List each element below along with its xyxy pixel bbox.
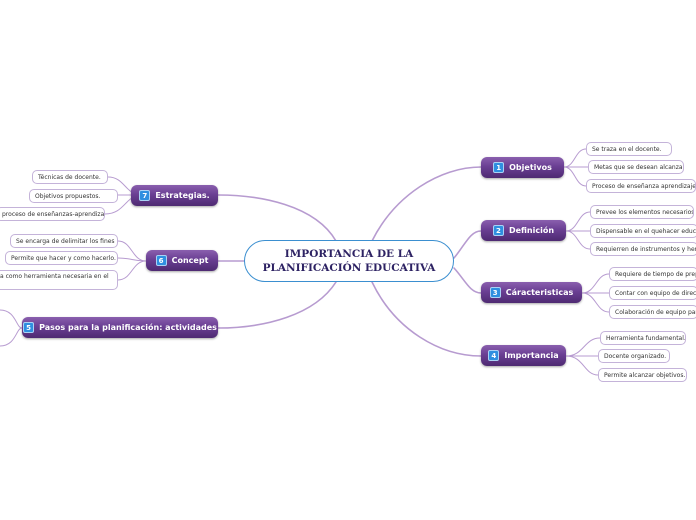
link-center-caracteristicas <box>453 267 482 294</box>
topic-label: Cáracteristicas <box>505 288 574 297</box>
subtopic[interactable]: Contar con equipo de directivos <box>609 286 696 300</box>
subtopic[interactable]: Docente organizado. <box>598 349 670 363</box>
number-badge-icon: 3 <box>489 287 501 298</box>
topic-estrategias[interactable]: 7 Estrategias. <box>131 185 218 206</box>
subtopic[interactable]: Prevee los elementos necesarios. <box>590 205 694 219</box>
subtopic[interactable]: Permite alcanzar objetivos. <box>598 368 687 382</box>
subtopic[interactable]: Permite que hacer y como hacerlo. <box>5 251 118 265</box>
number-badge-icon: 4 <box>488 350 500 361</box>
central-topic-line2: PLANIFICACIÓN EDUCATIVA <box>262 262 436 274</box>
topic-concept[interactable]: 6 Concept <box>146 250 218 271</box>
number-badge-icon: 5 <box>23 322 35 333</box>
link-center-objetivos <box>371 166 482 242</box>
subtopic[interactable]: Técnicas de docente. <box>32 170 108 184</box>
subtopic[interactable]: Colaboración de equipo para <box>609 305 696 319</box>
topic-label: Concept <box>171 256 209 265</box>
subtopic[interactable]: Proceso de enseñanza aprendizaje. <box>586 179 696 193</box>
subtopic[interactable]: Se traza en el docente. <box>586 142 672 156</box>
subtopic[interactable]: Requierren de instrumentos y herramienta… <box>590 242 696 256</box>
topic-importancia[interactable]: 4 Importancia <box>481 345 566 366</box>
topic-label: Pasos para la planificación: actividades <box>39 323 217 332</box>
topic-label: Objetivos <box>509 163 552 172</box>
link-center-definicion <box>453 230 482 259</box>
number-badge-icon: 1 <box>493 162 505 173</box>
link-center-pasos <box>217 281 337 329</box>
central-topic[interactable]: IMPORTANCIA DE LA PLANIFICACIÓN EDUCATIV… <box>244 240 454 282</box>
number-badge-icon: 2 <box>492 225 504 236</box>
topic-label: Definición <box>508 226 555 235</box>
topic-pasos-planificacion[interactable]: 5 Pasos para la planificación: actividad… <box>22 317 218 338</box>
subtopic[interactable]: Se encarga de delimitar los fines <box>10 234 118 248</box>
link-center-importancia <box>371 281 482 357</box>
topic-definicion[interactable]: 2 Definición <box>481 220 566 241</box>
subtopic[interactable]: proceso de enseñanzas-aprendizajes <box>0 207 105 221</box>
central-topic-line1: IMPORTANCIA DE LA <box>284 248 414 260</box>
subtopic[interactable]: Dispensable en el quehacer educativo <box>590 224 696 238</box>
number-badge-icon: 7 <box>139 190 151 201</box>
topic-caracteristicas[interactable]: 3 Cáracteristicas <box>481 282 582 303</box>
topic-label: Importancia <box>504 351 559 360</box>
subtopic[interactable]: Objetivos propuestos. <box>29 189 118 203</box>
link-center-estrategias <box>217 194 337 242</box>
number-badge-icon: 6 <box>155 255 167 266</box>
subtopic[interactable]: a como herramienta necesaria en el <box>0 270 118 290</box>
topic-label: Estrategias. <box>155 191 210 200</box>
topic-objetivos[interactable]: 1 Objetivos <box>481 157 564 178</box>
subtopic[interactable]: Requiere de tiempo de preparación <box>609 267 696 281</box>
subtopic[interactable]: Herramienta fundamental. <box>600 331 686 345</box>
subtopic[interactable]: Metas que se desean alcanzar. <box>588 160 684 174</box>
